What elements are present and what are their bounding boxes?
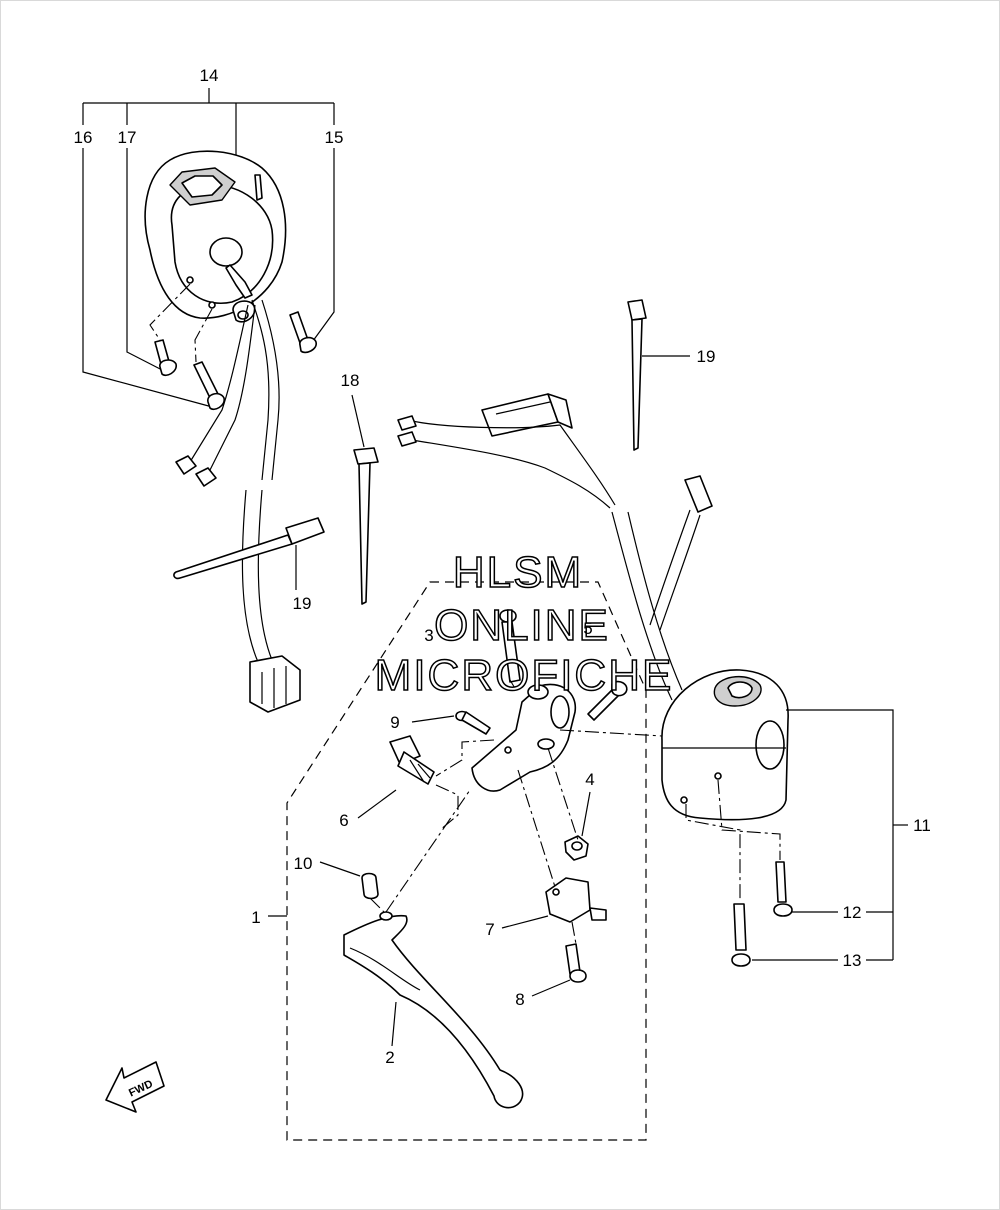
centerline-right-screws-2 (685, 804, 741, 902)
screw-9 (455, 710, 491, 735)
right-handlebar-switch (661, 669, 789, 821)
callout-19-right: 19 (697, 347, 716, 366)
callout-6: 6 (339, 811, 348, 830)
lever-assembly-outline (286, 581, 647, 1141)
screw-12 (773, 861, 793, 917)
screw-8 (565, 943, 587, 983)
callout-14: 14 (200, 66, 219, 85)
nut-4 (564, 835, 589, 861)
callout-8: 8 (515, 990, 524, 1009)
callout-10: 10 (294, 854, 313, 873)
callout-16: 16 (74, 128, 93, 147)
callout-labels: 14 16 17 15 18 19 19 3 5 9 6 4 10 1 7 8 … (74, 66, 931, 1067)
cable-tie-19-left (173, 517, 325, 590)
watermark: HLSM ONLINE MICROFICHE (374, 547, 674, 701)
screw-13 (731, 903, 751, 967)
screw-16 (193, 361, 225, 411)
callout-11-bracket (752, 709, 908, 961)
callout-7: 7 (485, 920, 494, 939)
main-wire-harness (397, 393, 713, 701)
watermark-line-1: HLSM (453, 548, 583, 597)
cable-tie-18 (351, 394, 379, 605)
screw-15 (289, 311, 317, 354)
cable-tie-19-right (627, 299, 690, 451)
callout-19-left: 19 (293, 594, 312, 613)
callout-9: 9 (390, 713, 399, 732)
callout-2: 2 (385, 1048, 394, 1067)
left-handlebar-switch (144, 150, 287, 323)
callout-5: 5 (583, 619, 592, 638)
callout-13: 13 (843, 951, 862, 970)
bolt-6 (389, 735, 435, 785)
fwd-arrow-icon: FWD (105, 1061, 165, 1113)
callout-11: 11 (913, 816, 931, 835)
callout-12: 12 (843, 903, 862, 922)
centerline-right-screws (717, 779, 781, 860)
lever-bracket (471, 683, 576, 792)
callout-4: 4 (585, 770, 594, 789)
centerline-left-screws-2 (194, 308, 213, 363)
callout-18: 18 (341, 371, 360, 390)
callout-15: 15 (325, 128, 344, 147)
collar-10 (361, 872, 379, 900)
watermark-line-3: MICROFICHE (375, 651, 674, 700)
callout-14-bracket (82, 88, 335, 409)
screw-5 (587, 680, 628, 721)
screw-17 (154, 339, 177, 377)
callout-17: 17 (118, 128, 137, 147)
leader-lines (319, 715, 591, 1047)
centerline-left-screws (149, 283, 191, 341)
clutch-lever-2 (343, 911, 524, 1109)
watermark-line-2: ONLINE (434, 601, 610, 650)
left-switch-wiring (175, 299, 301, 713)
screw-3 (499, 609, 521, 683)
callout-3: 3 (424, 626, 433, 645)
assembly-centerlines (369, 679, 663, 945)
callout-1: 1 (251, 908, 260, 927)
clutch-switch-7 (545, 877, 607, 923)
